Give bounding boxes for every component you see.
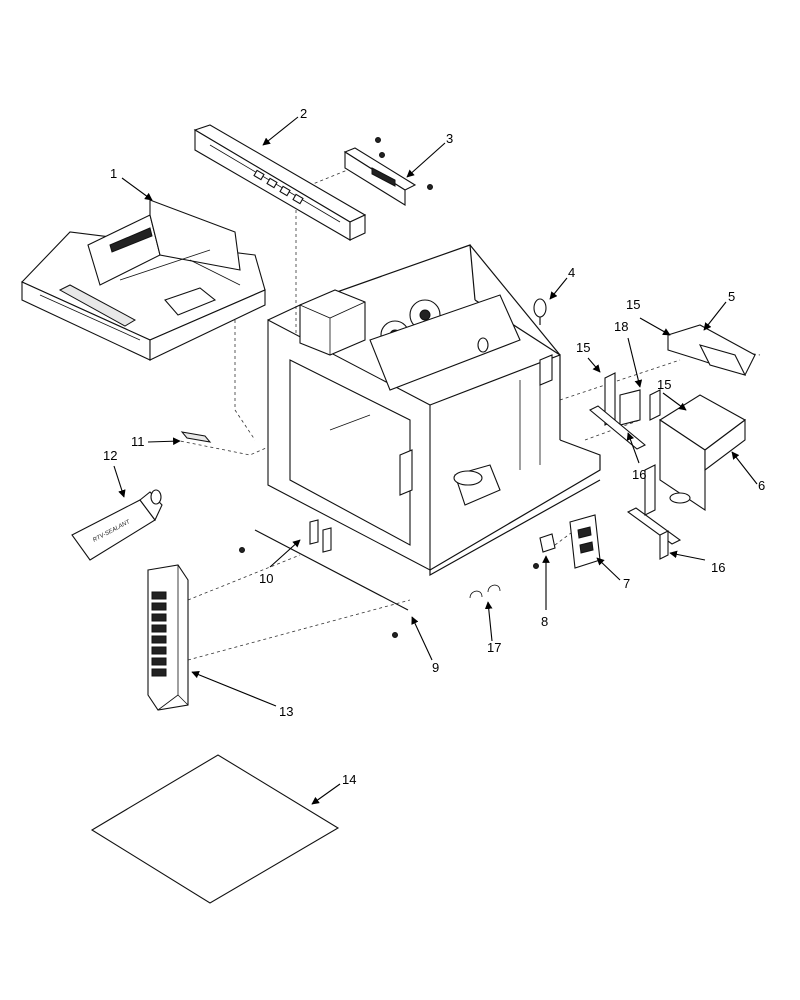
- part-1-top-tray: [21, 199, 266, 361]
- callout-15-top: 15: [626, 297, 640, 312]
- callout-4: 4: [568, 265, 575, 280]
- callout-14: 14: [342, 772, 356, 787]
- callout-9: 9: [432, 660, 439, 675]
- callout-18: 18: [614, 319, 628, 334]
- part-13-door-handle: [147, 564, 189, 711]
- part-10-spacers: [309, 519, 332, 553]
- callout-13: 13: [279, 704, 293, 719]
- callout-1: 1: [110, 166, 117, 181]
- callout-10: 10: [259, 571, 273, 586]
- part-9-trim-strip: [239, 529, 409, 638]
- callout-labels: 1 2 3 4 5 6 7 8 9 10 11 12 13 14 15 15 1…: [103, 106, 765, 787]
- part-11-label: [180, 431, 212, 443]
- cabinet-main-body: [267, 244, 601, 577]
- part-4-bulb: [477, 298, 547, 353]
- callout-5: 5: [728, 289, 735, 304]
- part-3-control-module: [343, 137, 433, 206]
- part-12-sealant-tube: RTV-SEALANT: [71, 489, 163, 561]
- leader-lines: [113, 116, 758, 805]
- callout-7: 7: [623, 576, 630, 591]
- callout-16-upper: 16: [632, 467, 646, 482]
- callout-15-left: 15: [576, 340, 590, 355]
- part-14-sheet: [90, 754, 340, 904]
- part-17-clips: [469, 584, 501, 599]
- callout-2: 2: [300, 106, 307, 121]
- callout-8: 8: [541, 614, 548, 629]
- part-7-terminal-block: [569, 514, 601, 569]
- callout-11: 11: [131, 434, 145, 449]
- part-8-switch: [533, 533, 556, 569]
- callout-15-right: 15: [657, 377, 671, 392]
- callout-6: 6: [758, 478, 765, 493]
- part-2-control-bar: [193, 124, 367, 241]
- part-5-air-duct: [667, 324, 756, 376]
- callout-12: 12: [103, 448, 117, 463]
- callout-17: 17: [487, 640, 501, 655]
- handle-keypad: [151, 591, 167, 677]
- callout-16-lower: 16: [711, 560, 725, 575]
- callout-3: 3: [446, 131, 453, 146]
